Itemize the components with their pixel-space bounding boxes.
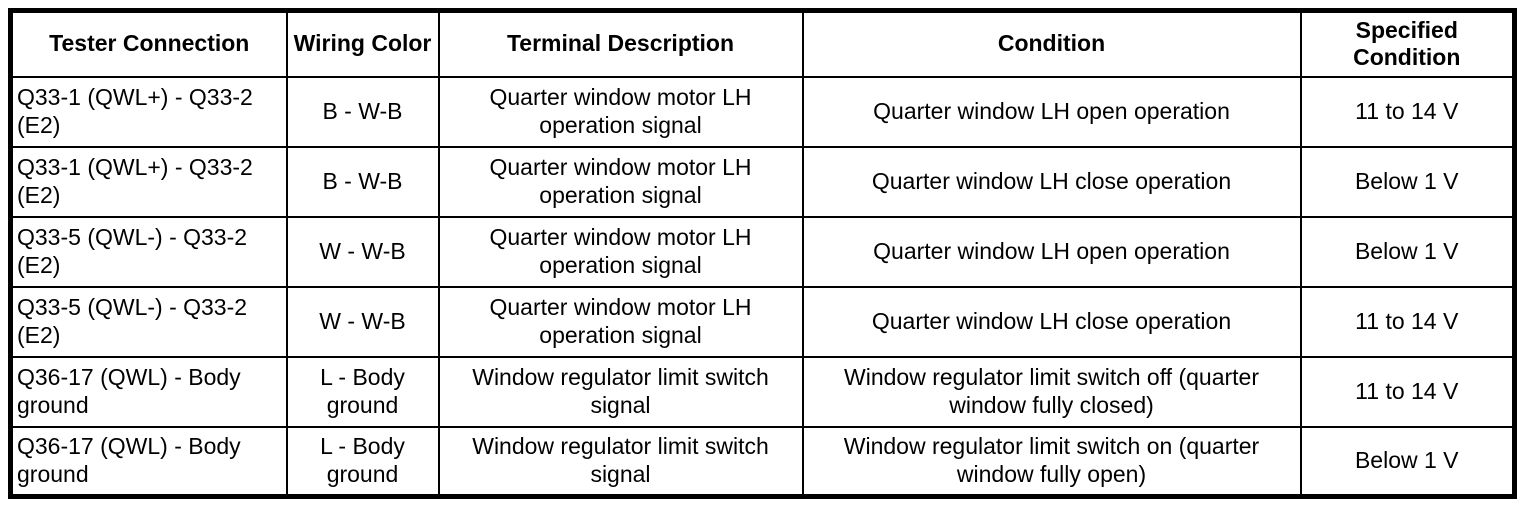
cell-specified-condition: 11 to 14 V bbox=[1299, 355, 1516, 428]
cell-wiring-color: B - W-B bbox=[285, 75, 440, 148]
header-condition: Condition bbox=[801, 9, 1302, 78]
cell-condition: Quarter window LH close operation bbox=[801, 145, 1302, 218]
cell-specified-condition: Below 1 V bbox=[1299, 215, 1516, 288]
tester-connection-spec-table: Tester Connection Wiring Color Terminal … bbox=[8, 8, 1517, 499]
table-header-row: Tester Connection Wiring Color Terminal … bbox=[9, 9, 1516, 78]
cell-wiring-color: W - W-B bbox=[285, 285, 440, 358]
cell-tester-connection: Q33-5 (QWL-) - Q33-2 (E2) bbox=[9, 285, 288, 358]
table-row: Q33-5 (QWL-) - Q33-2 (E2) W - W-B Quarte… bbox=[9, 215, 1516, 288]
cell-tester-connection: Q33-1 (QWL+) - Q33-2 (E2) bbox=[9, 75, 288, 148]
cell-condition: Window regulator limit switch off (quart… bbox=[801, 355, 1302, 428]
cell-wiring-color: W - W-B bbox=[285, 215, 440, 288]
table-row: Q33-1 (QWL+) - Q33-2 (E2) B - W-B Quarte… bbox=[9, 145, 1516, 218]
header-terminal-description: Terminal Description bbox=[437, 9, 804, 78]
header-wiring-color: Wiring Color bbox=[285, 9, 440, 78]
cell-terminal-description: Quarter window motor LH operation signal bbox=[437, 215, 804, 288]
header-tester-connection: Tester Connection bbox=[9, 9, 288, 78]
cell-specified-condition: 11 to 14 V bbox=[1299, 285, 1516, 358]
table-row: Q33-5 (QWL-) - Q33-2 (E2) W - W-B Quarte… bbox=[9, 285, 1516, 358]
table-row: Q36-17 (QWL) - Body ground L - Body grou… bbox=[9, 355, 1516, 428]
cell-wiring-color: L - Body ground bbox=[285, 425, 440, 498]
cell-terminal-description: Window regulator limit switch signal bbox=[437, 355, 804, 428]
cell-condition: Quarter window LH close operation bbox=[801, 285, 1302, 358]
cell-tester-connection: Q33-5 (QWL-) - Q33-2 (E2) bbox=[9, 215, 288, 288]
cell-condition: Quarter window LH open operation bbox=[801, 215, 1302, 288]
cell-terminal-description: Window regulator limit switch signal bbox=[437, 425, 804, 498]
header-specified-condition: Specified Condition bbox=[1299, 9, 1516, 78]
table-row: Q33-1 (QWL+) - Q33-2 (E2) B - W-B Quarte… bbox=[9, 75, 1516, 148]
cell-specified-condition: 11 to 14 V bbox=[1299, 75, 1516, 148]
cell-terminal-description: Quarter window motor LH operation signal bbox=[437, 145, 804, 218]
cell-condition: Quarter window LH open operation bbox=[801, 75, 1302, 148]
cell-specified-condition: Below 1 V bbox=[1299, 145, 1516, 218]
cell-wiring-color: L - Body ground bbox=[285, 355, 440, 428]
cell-terminal-description: Quarter window motor LH operation signal bbox=[437, 285, 804, 358]
cell-tester-connection: Q36-17 (QWL) - Body ground bbox=[9, 425, 288, 498]
cell-specified-condition: Below 1 V bbox=[1299, 425, 1516, 498]
cell-tester-connection: Q33-1 (QWL+) - Q33-2 (E2) bbox=[9, 145, 288, 218]
cell-tester-connection: Q36-17 (QWL) - Body ground bbox=[9, 355, 288, 428]
cell-wiring-color: B - W-B bbox=[285, 145, 440, 218]
cell-condition: Window regulator limit switch on (quarte… bbox=[801, 425, 1302, 498]
table-row: Q36-17 (QWL) - Body ground L - Body grou… bbox=[9, 425, 1516, 498]
cell-terminal-description: Quarter window motor LH operation signal bbox=[437, 75, 804, 148]
